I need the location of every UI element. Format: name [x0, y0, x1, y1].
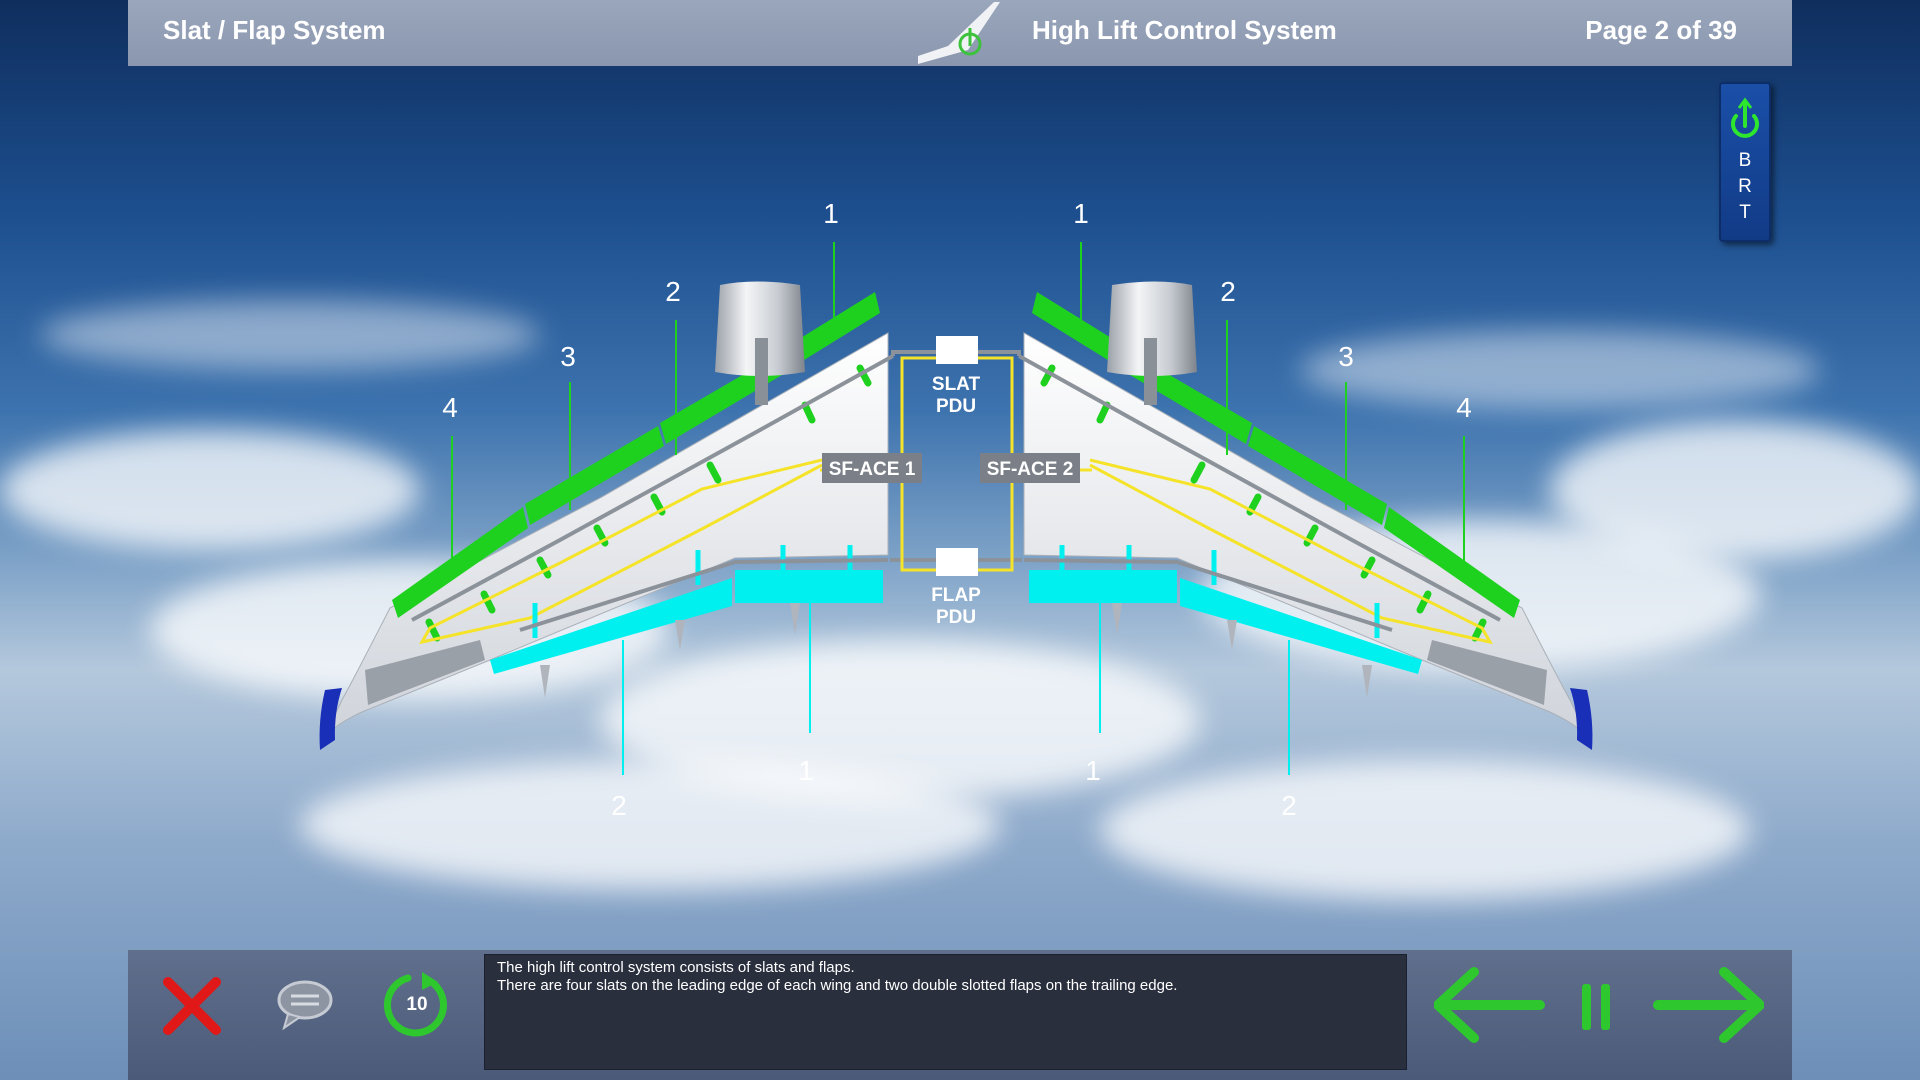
left-slat-1: [783, 292, 880, 370]
replay-seconds: 10: [406, 994, 428, 1015]
speech-bubble-icon[interactable]: [274, 976, 336, 1032]
right-slat-number-4: 4: [1456, 392, 1472, 423]
pause-icon[interactable]: [1578, 982, 1614, 1032]
arrow-left-icon[interactable]: [1434, 966, 1546, 1044]
central-control-wiring: [822, 336, 1080, 576]
left-flap-1: [735, 570, 883, 603]
module-title: Slat / Flap System: [163, 15, 386, 45]
left-wing: [319, 281, 894, 750]
right-flap-1: [1029, 570, 1177, 603]
close-x-icon[interactable]: [160, 972, 226, 1038]
right-wing: [1018, 281, 1593, 750]
right-flap-number-1: 1: [1085, 755, 1101, 786]
left-slat-number-1: 1: [823, 198, 839, 229]
replay-button[interactable]: 10: [382, 970, 452, 1040]
right-slat-number-3: 3: [1338, 341, 1354, 372]
sf-ace-1-label: SF-ACE 1: [829, 459, 916, 480]
brt-button[interactable]: B R T: [1719, 82, 1771, 242]
page-title: High Lift Control System: [1032, 15, 1337, 45]
slat-pdu-label-line2: PDU: [936, 396, 976, 417]
replay-arrow-icon: [384, 972, 447, 1037]
power-icon: [1731, 97, 1759, 138]
flap-pdu-box: [936, 548, 978, 576]
brt-letter-b: B: [1738, 150, 1752, 171]
sf-ace-2-label: SF-ACE 2: [987, 459, 1074, 480]
sf-ace-2-box: [980, 453, 1080, 483]
right-slat-number-1: 1: [1073, 198, 1089, 229]
right-slat-1: [1032, 292, 1129, 370]
caption-line-2: There are four slats on the leading edge…: [497, 977, 1178, 994]
left-slat-4: [392, 507, 528, 618]
brt-letter-t: T: [1739, 202, 1751, 223]
right-flap-number-2: 2: [1281, 790, 1297, 821]
right-slat-4: [1384, 507, 1520, 618]
brt-letter-r: R: [1738, 176, 1752, 197]
sf-ace-1-box: [822, 453, 922, 483]
page-counter: Page 2 of 39: [1585, 15, 1737, 45]
left-slat-number-4: 4: [442, 392, 458, 423]
right-slat-number-2: 2: [1220, 276, 1236, 307]
slat-pdu-label-line1: SLAT: [932, 374, 981, 395]
header-bar: Slat / Flap System High Lift Control Sys…: [128, 0, 1792, 66]
left-flap-number-1: 1: [798, 755, 814, 786]
arrow-right-icon[interactable]: [1652, 966, 1764, 1044]
right-slat-3: [1248, 426, 1387, 525]
flap-pdu-label-line1: FLAP: [931, 585, 981, 606]
right-flap-2: [1180, 578, 1422, 674]
left-slat-number-3: 3: [560, 341, 576, 372]
flap-pdu-label-line2: PDU: [936, 607, 976, 628]
left-slat-number-2: 2: [665, 276, 681, 307]
left-flap-number-2: 2: [611, 790, 627, 821]
left-flap-2: [490, 578, 732, 674]
caption-line-1: The high lift control system consists of…: [497, 959, 855, 976]
tail-fin-power-icon: [918, 2, 1000, 64]
left-slat-3: [525, 426, 664, 525]
slat-pdu-box: [936, 336, 978, 364]
narration-caption: The high lift control system consists of…: [484, 954, 1407, 1070]
